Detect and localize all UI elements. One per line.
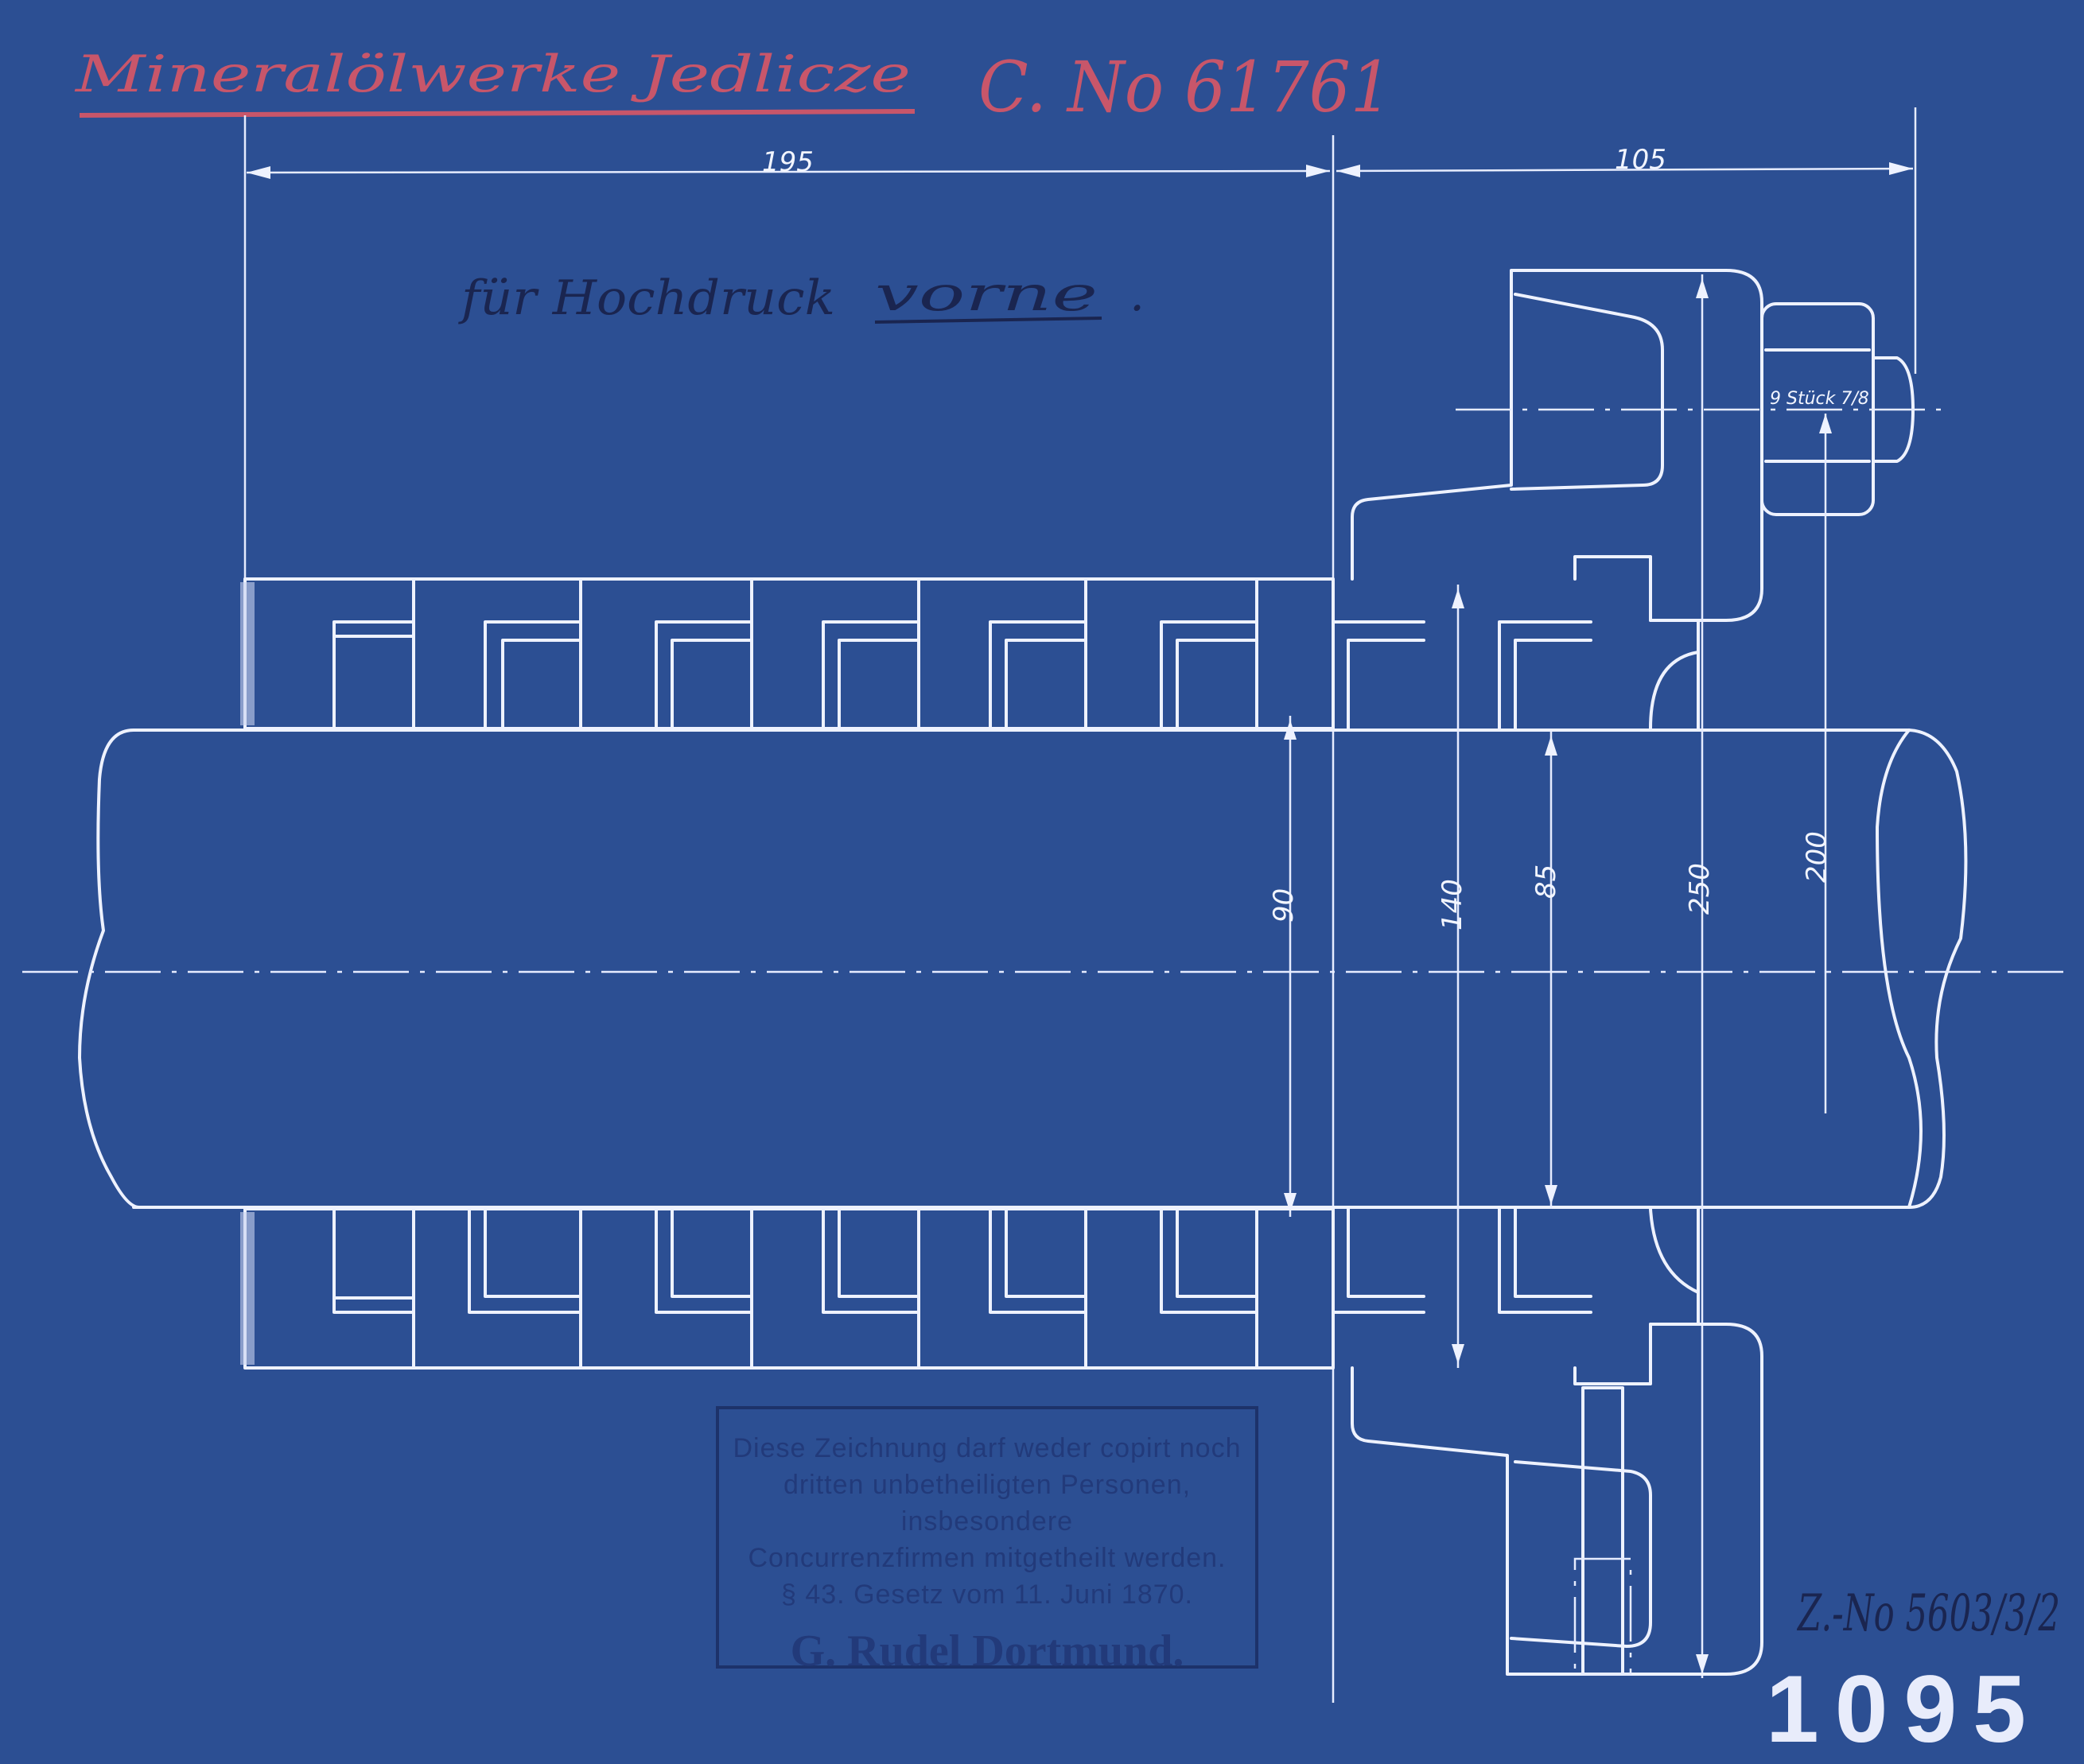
vertical-dimensions: 90 140 85 250 200 (1268, 274, 1833, 1678)
copyright-stamp: Diese Zeichnung darf weder copirt noch d… (716, 1406, 1258, 1676)
dim-250: 250 (1684, 863, 1716, 915)
bolt-note: 9 Stück 7/8 (1770, 389, 1869, 409)
note-period: . (1129, 266, 1145, 322)
drawing-number: Z.-No 5603/3/2 (1797, 1584, 2060, 1643)
stamp-line-3: Concurrenzfirmen mitgetheilt werden. (748, 1543, 1227, 1573)
stamp-line-2: dritten unbetheiligten Personen, insbeso… (783, 1470, 1192, 1537)
top-dimensions: 195 105 (243, 107, 1917, 1703)
client-underline (79, 109, 916, 118)
stamp-line-1: Diese Zeichnung darf weder copirt noch (733, 1433, 1242, 1463)
dim-140: 140 (1437, 879, 1468, 931)
blueprint-sheet: Mineralölwerke Jedlicze C. No 61761 für … (22, 45, 2068, 1762)
dim-200: 200 (1801, 831, 1833, 883)
stamp-firm: G. Rudel Dortmund. (790, 1626, 1184, 1676)
packing-rings-lower (240, 1207, 1700, 1385)
shaft (22, 729, 2068, 1209)
note-emphasis: vorne (875, 266, 1098, 322)
gland-flange-upper (1351, 269, 1763, 622)
dim-195: 195 (762, 146, 814, 178)
technical-drawing: Mineralölwerke Jedlicze C. No 61761 für … (22, 45, 2068, 1703)
gland-flange-lower (1351, 1323, 1763, 1676)
bolt-nut: 9 Stück 7/8 (1456, 302, 1949, 1113)
sheet-number: 1095 (1766, 1656, 2042, 1762)
stamp-line-4: § 43. Gesetz vom 11. Juni 1870. (781, 1579, 1193, 1610)
dim-105: 105 (1615, 144, 1666, 176)
dim-85: 85 (1530, 865, 1562, 899)
note-underline (874, 317, 1102, 324)
packing-rings-upper (240, 555, 1700, 730)
note-text: für Hochdruck (458, 270, 835, 326)
dim-90: 90 (1268, 888, 1300, 923)
order-number: C. No 61761 (978, 46, 1392, 128)
client-name: Mineralölwerke Jedlicze (75, 45, 911, 104)
